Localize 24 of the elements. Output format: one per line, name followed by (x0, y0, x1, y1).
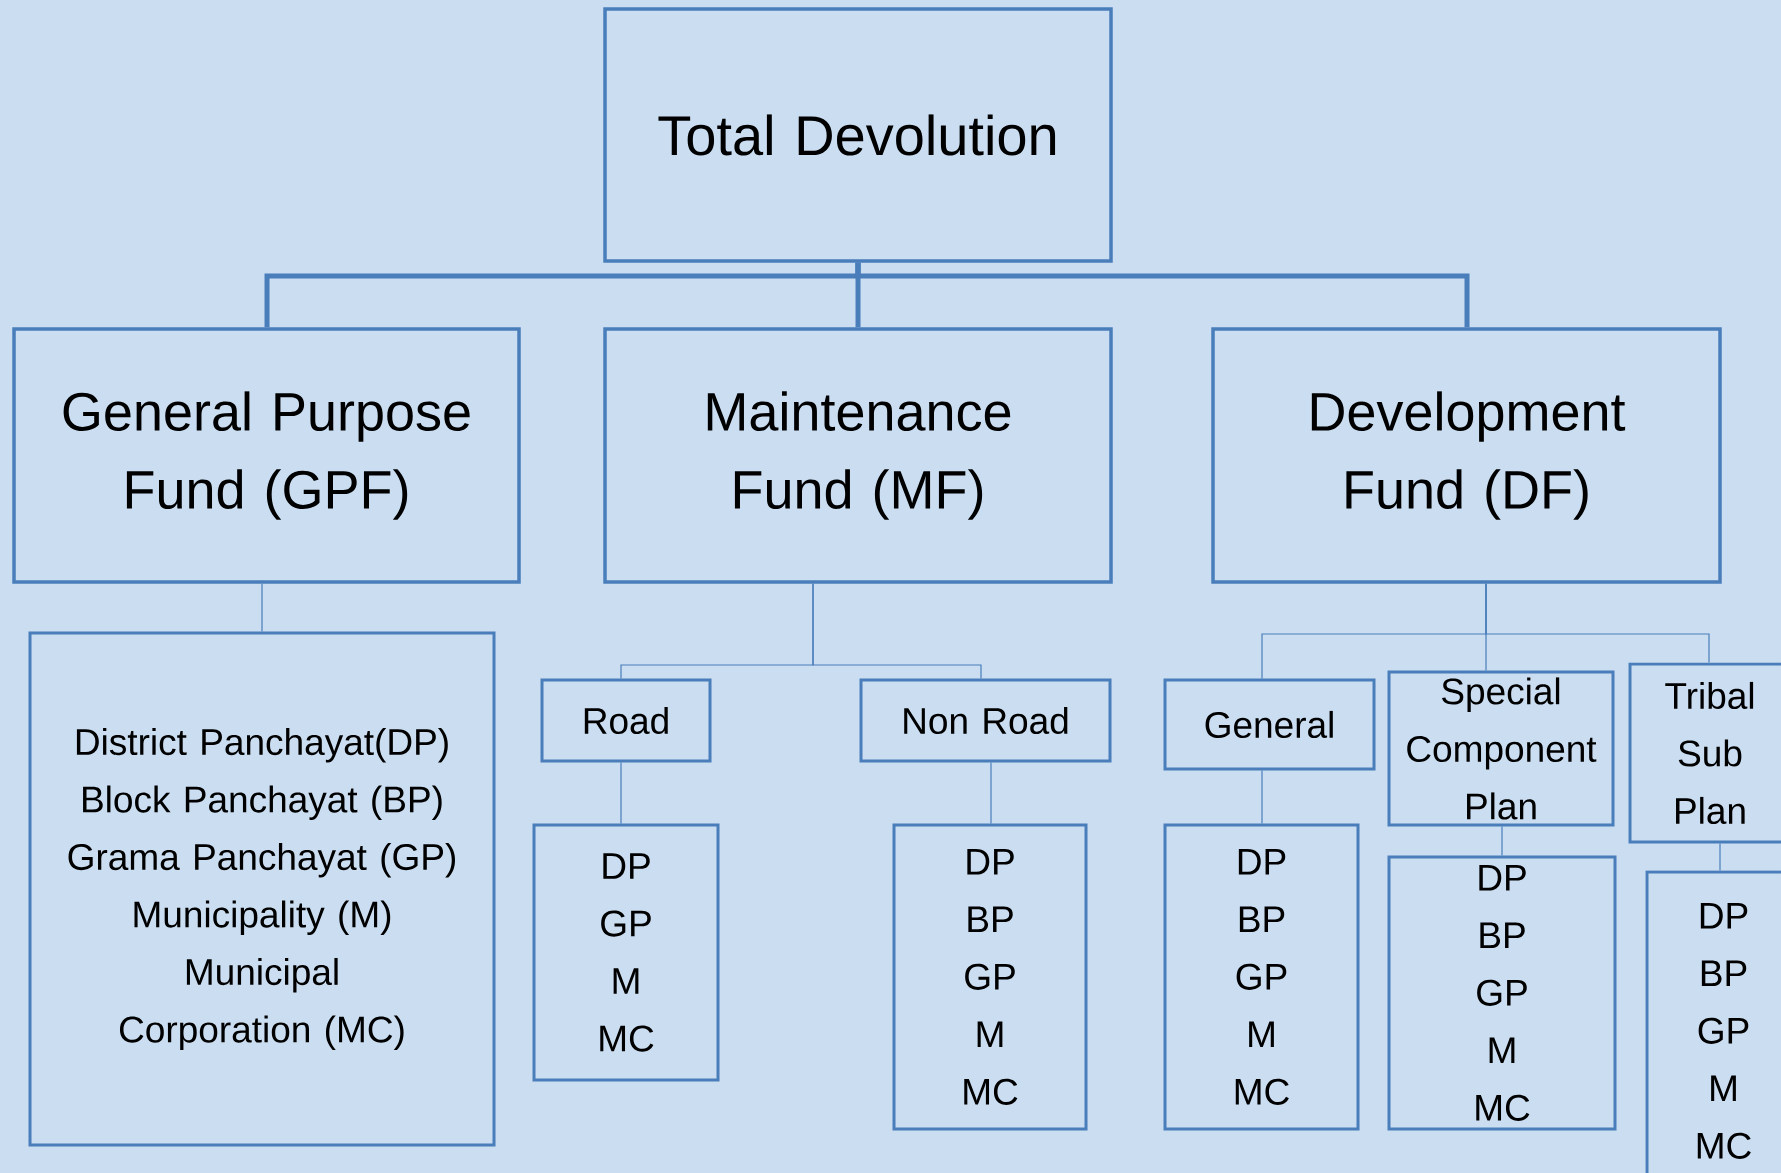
fund-box: Maintenance Fund (MF) (603, 327, 1113, 584)
connector-line (855, 262, 1470, 328)
category-box: Tribal Sub Plan (1628, 662, 1781, 844)
connector-line (1501, 825, 1503, 857)
fund-box: Development Fund (DF) (1211, 327, 1722, 584)
category-box: Road (540, 678, 712, 763)
category-box: General (1163, 678, 1376, 771)
connector-line (990, 761, 992, 825)
connector-line (620, 761, 622, 825)
connector-line (1485, 583, 1710, 664)
connector-line (812, 583, 982, 680)
fund-box: General Purpose Fund (GPF) (12, 327, 521, 584)
category-box: Non Road (859, 678, 1112, 763)
fund-box: Total Devolution (603, 7, 1113, 263)
connector-line (261, 583, 263, 633)
list-box: DP GP M MC (532, 823, 720, 1082)
list-box: DP BP GP M MC (892, 823, 1088, 1131)
list-box: DP BP GP M MC (1645, 870, 1781, 1173)
list-box: District Panchayat(DP) Block Panchayat (BP) Grama Panchayat (GP) Municipality (M) Municipal Corporation (MC) (28, 631, 496, 1147)
list-box: DP BP GP M MC (1387, 855, 1617, 1131)
connector-line (1261, 769, 1263, 825)
list-box: DP BP GP M MC (1163, 823, 1360, 1131)
category-box: Special Component Plan (1387, 670, 1615, 827)
connector-line (1719, 842, 1721, 872)
